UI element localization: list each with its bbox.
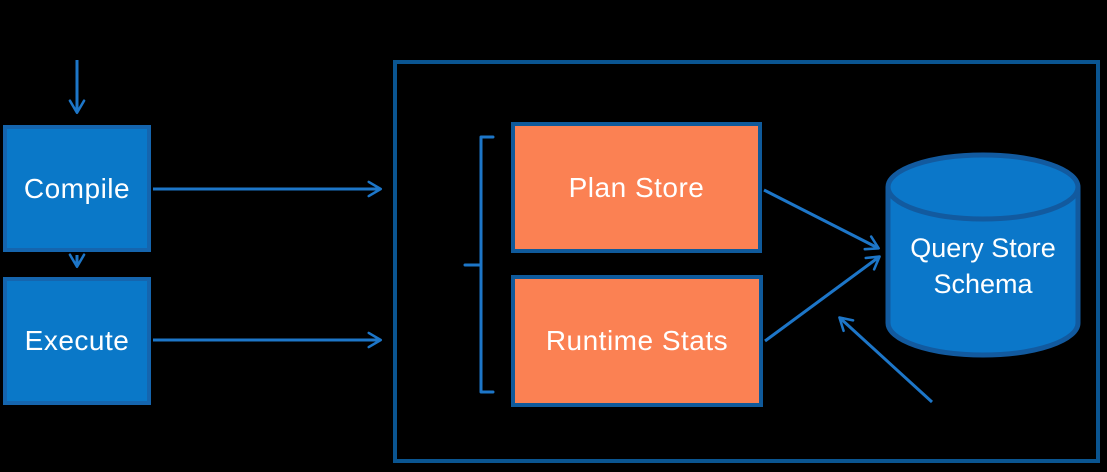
execute-node: Execute [3, 277, 151, 405]
query-store-schema-label: Query Store Schema [910, 233, 1056, 299]
plan-store-node: Plan Store [511, 122, 762, 253]
runtime-stats-node: Runtime Stats [511, 275, 763, 407]
compile-node: Compile [3, 125, 151, 252]
plan-store-label: Plan Store [568, 171, 705, 203]
compile-label: Compile [23, 172, 131, 204]
query-store-container-rect [393, 60, 1100, 463]
runtime-stats-label: Runtime Stats [545, 325, 729, 356]
execute-label: Execute [24, 325, 130, 356]
